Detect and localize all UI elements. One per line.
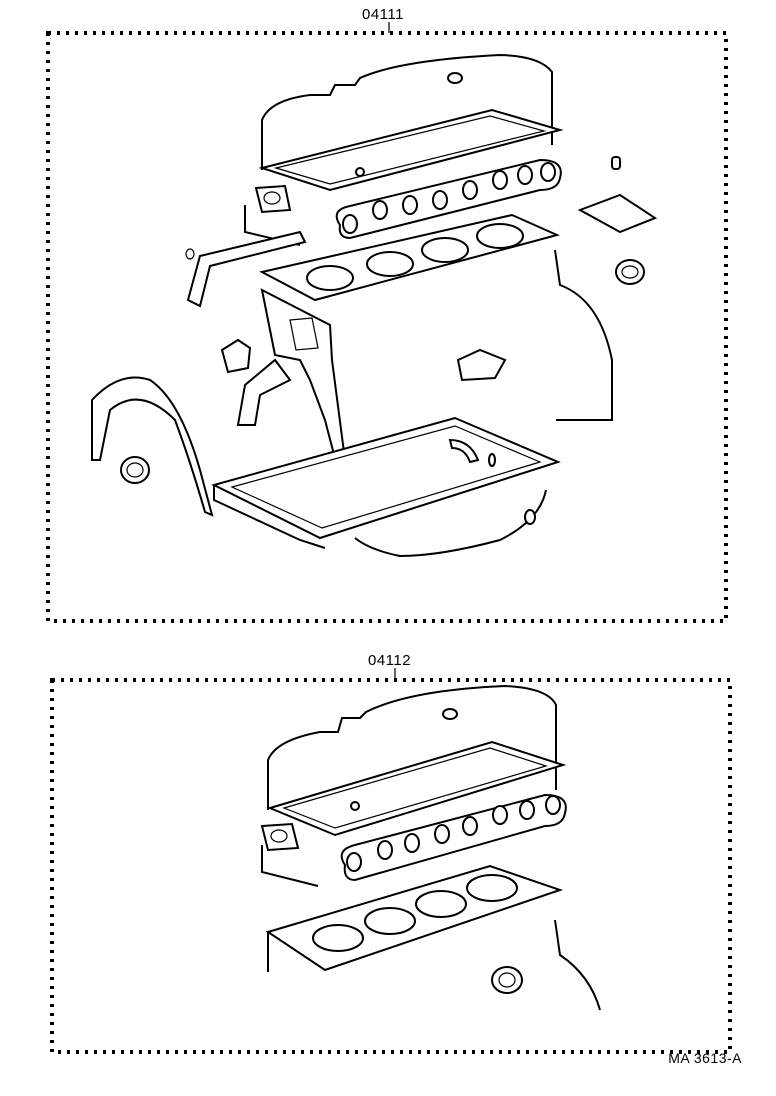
head-gasket-icon bbox=[259, 213, 560, 302]
water-outlet-gasket-icon bbox=[260, 822, 300, 852]
kit-04111-group bbox=[46, 22, 728, 623]
oil-pan-gasket-icon bbox=[211, 416, 561, 540]
valve-cover-gasket-icon bbox=[258, 108, 564, 192]
pump-gasket-icon bbox=[220, 338, 252, 374]
oil-seal-icon bbox=[491, 966, 523, 994]
figure-code: MA 3613-A bbox=[668, 1050, 742, 1066]
part-number-04111: 04111 bbox=[362, 6, 404, 23]
engine-block-icon bbox=[261, 684, 601, 1011]
oil-cap-gasket-icon bbox=[442, 708, 458, 720]
water-outlet-gasket-icon bbox=[254, 184, 292, 214]
side-cover-gasket-icon bbox=[186, 230, 307, 308]
kit-04111-frame bbox=[46, 31, 728, 623]
valve-cover-gasket-icon bbox=[267, 740, 567, 837]
part-number-04112: 04112 bbox=[368, 652, 412, 669]
kit-04112-frame bbox=[50, 678, 732, 1054]
timing-cover-gasket-icon bbox=[91, 376, 214, 517]
o-ring-icon bbox=[611, 156, 621, 170]
oil-seal-front-icon bbox=[120, 456, 150, 484]
rear-seal-retainer-icon bbox=[448, 438, 480, 464]
manifold-gasket-icon bbox=[340, 793, 567, 882]
fuel-pump-gasket-icon bbox=[456, 348, 507, 382]
engine-block-icon bbox=[244, 53, 613, 558]
bracket-gasket-icon bbox=[236, 358, 292, 426]
oil-cap-gasket-icon bbox=[447, 72, 463, 84]
thermostat-gasket-icon bbox=[577, 193, 658, 234]
drain-plug-gasket-icon bbox=[524, 509, 536, 525]
oil-seal-rear-icon bbox=[615, 259, 645, 285]
kit-04112-group bbox=[50, 668, 732, 1054]
manifold-gasket-icon bbox=[335, 158, 562, 240]
head-gasket-icon bbox=[265, 864, 564, 972]
